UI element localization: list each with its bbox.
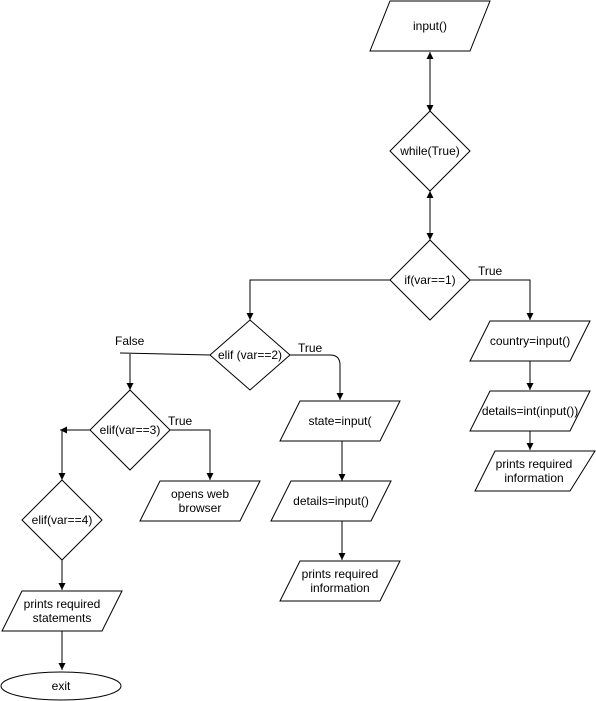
edge-label-if1-true: True (478, 264, 503, 278)
node-if1-label: if(var==1) (404, 273, 455, 287)
node-country[interactable]: country=input() (469, 320, 591, 362)
node-details-input[interactable]: details=input() (270, 480, 392, 522)
node-prints-c-line2: statements (33, 611, 92, 625)
node-elif3[interactable]: elif(var==3) (89, 389, 171, 471)
node-prints-c-line1: prints required (24, 597, 101, 611)
node-prints-b-line1: prints required (496, 457, 573, 471)
node-details-int[interactable]: details=int(input()) (469, 390, 591, 432)
edge-label-elif3-true: True (168, 414, 193, 428)
node-prints-a-line1: prints required (302, 567, 379, 581)
node-while-label: while(True) (399, 144, 460, 158)
node-elif4-label: elif(var==4) (32, 513, 93, 527)
node-input-label: input() (413, 19, 447, 33)
node-elif4[interactable]: elif(var==4) (21, 479, 103, 561)
node-details-int-label: details=int(input()) (482, 404, 578, 418)
node-exit-label: exit (52, 679, 71, 693)
node-prints-c[interactable]: prints required statements (1, 590, 123, 632)
node-while[interactable]: while(True) (389, 110, 471, 192)
node-input[interactable]: input() (369, 0, 491, 52)
node-details-input-label: details=input() (293, 494, 369, 508)
edge-if1-false-elif2 (246, 279, 390, 320)
node-elif2[interactable]: elif (var==2) (209, 319, 291, 391)
edge-label-elif2-true: True (298, 341, 323, 355)
node-elif3-label: elif(var==3) (100, 423, 161, 437)
node-prints-b[interactable]: prints required information (474, 450, 596, 492)
node-browser-line2: browser (179, 501, 222, 515)
node-state[interactable]: state=input( (279, 400, 401, 442)
edge-label-elif2-false: False (115, 334, 145, 348)
node-country-label: country=input() (490, 334, 570, 348)
node-prints-a[interactable]: prints required information (279, 560, 401, 602)
edges (58, 52, 534, 670)
edge-elif3-true-browser (170, 429, 214, 480)
node-browser[interactable]: opens web browser (139, 480, 261, 522)
node-if1[interactable]: if(var==1) (389, 239, 471, 321)
node-prints-b-line2: information (504, 471, 563, 485)
node-exit[interactable]: exit (0, 671, 122, 701)
edge-elif2-true-state (290, 354, 344, 400)
edge-if1-true-country (470, 279, 534, 320)
node-state-label: state=input( (308, 414, 371, 428)
node-browser-line1: opens web (171, 487, 229, 501)
node-prints-a-line2: information (310, 581, 369, 595)
node-elif2-label: elif (var==2) (218, 348, 282, 362)
edge-elif2-false-elif3 (119, 352, 211, 356)
